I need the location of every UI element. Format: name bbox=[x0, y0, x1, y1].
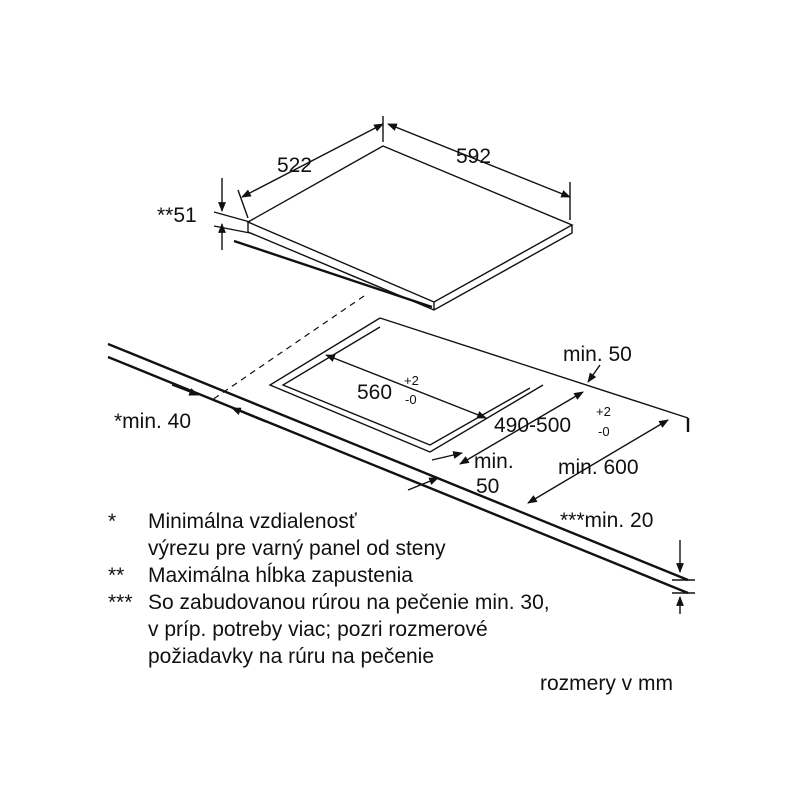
dimension-min-50-front: min. 50 bbox=[407, 450, 514, 498]
dimension-min-40: *min. 40 bbox=[114, 384, 267, 433]
dimension-522: 522 bbox=[237, 116, 384, 219]
label-min-50-front-b: 50 bbox=[476, 475, 499, 498]
footnote-3: *** So zabudovanou rúrou na pečenie min.… bbox=[108, 589, 748, 670]
label-560-tol-minus: -0 bbox=[405, 392, 417, 407]
label-490-500-tol-plus: +2 bbox=[596, 404, 611, 419]
footnote-text: Maximálna hĺbka zapustenia bbox=[148, 564, 413, 587]
units-label: rozmery v mm bbox=[540, 672, 673, 695]
label-min-50-back: min. 50 bbox=[563, 343, 632, 366]
label-490-500-tol-minus: -0 bbox=[598, 424, 610, 439]
dimension-min-20: ***min. 20 bbox=[560, 509, 695, 614]
label-min-20: ***min. 20 bbox=[560, 509, 653, 532]
dimension-592: 592 bbox=[387, 123, 571, 220]
label-592: 592 bbox=[456, 145, 491, 168]
label-560: 560 bbox=[357, 381, 392, 404]
footnote-text: Minimálna vzdialenosť výrezu pre varný p… bbox=[148, 510, 446, 560]
dimension-min-600: min. 600 bbox=[527, 419, 669, 504]
footnote-mark: * bbox=[108, 510, 117, 533]
label-min-50-front-a: min. bbox=[474, 450, 514, 473]
footnote-2: ** Maximálna hĺbka zapustenia bbox=[108, 562, 748, 589]
label-522: 522 bbox=[277, 154, 312, 177]
footnote-mark: ** bbox=[108, 564, 125, 587]
dimension-560: 560 +2 -0 bbox=[325, 354, 487, 419]
dimension-min-50-back: min. 50 bbox=[563, 343, 632, 383]
footnote-text: So zabudovanou rúrou na pečenie min. 30,… bbox=[148, 591, 550, 668]
label-51: **51 bbox=[157, 204, 197, 227]
label-min-40: *min. 40 bbox=[114, 410, 191, 433]
label-min-600: min. 600 bbox=[558, 456, 639, 479]
dimension-51: **51 bbox=[157, 178, 251, 250]
label-490-500: 490-500 bbox=[494, 414, 571, 437]
footnote-mark: *** bbox=[108, 591, 133, 614]
footnotes: * Minimálna vzdialenosť výrezu pre varný… bbox=[108, 508, 748, 670]
footnote-1: * Minimálna vzdialenosť výrezu pre varný… bbox=[108, 508, 748, 562]
label-560-tol-plus: +2 bbox=[404, 373, 419, 388]
